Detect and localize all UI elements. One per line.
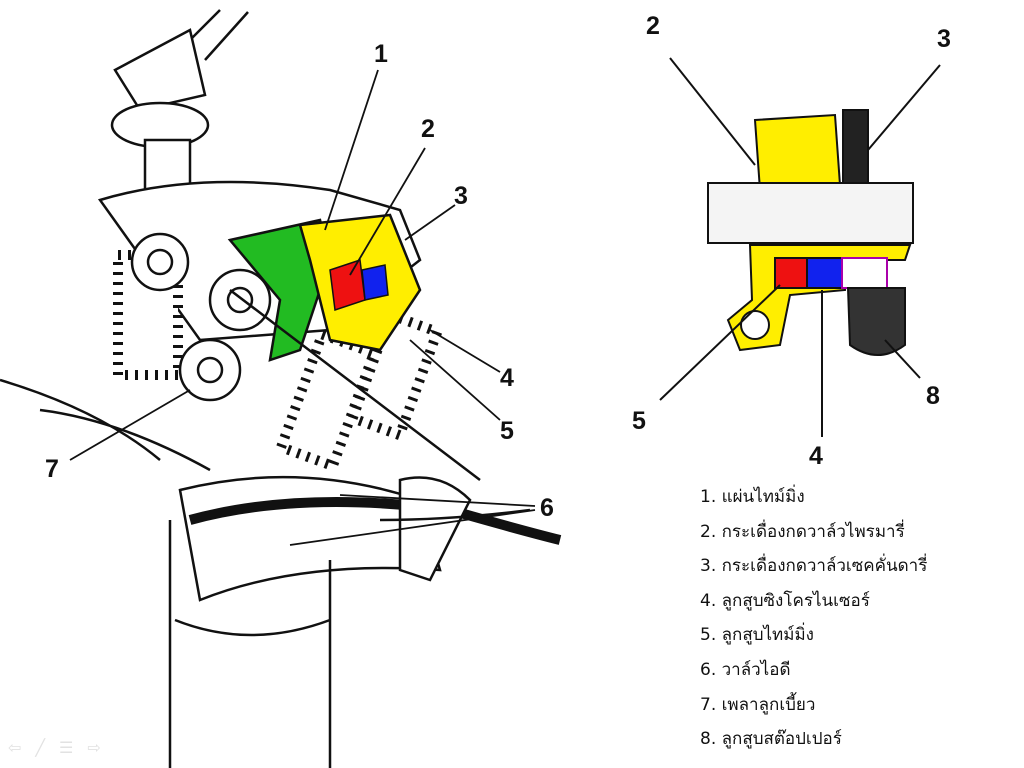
detail-callout-3: 3 — [937, 25, 951, 53]
callout-5: 5 — [500, 417, 514, 445]
arrow-left-icon[interactable]: ⇦ — [8, 740, 22, 757]
callout-2: 2 — [421, 115, 435, 143]
detail-callout-2: 2 — [646, 12, 660, 40]
legend-item: 6. วาล์วไอดี — [700, 659, 791, 680]
legend-list: 1. แผ่นไทม์มิ่ง 2. กระเดื่องกดวาล์วไพรมา… — [700, 484, 927, 761]
detail-callout-8: 8 — [926, 382, 940, 410]
callout-4: 4 — [500, 364, 514, 392]
callout-6: 6 — [540, 494, 554, 522]
legend-item: 3. กระเดื่องกดวาล์วเซคคั่นดารี่ — [700, 556, 928, 577]
legend-item: 1. แผ่นไทม์มิ่ง — [700, 487, 805, 507]
legend-item: 2. กระเดื่องกดวาล์วไพรมารี่ — [700, 521, 905, 542]
pen-icon[interactable]: ╱ — [35, 740, 46, 757]
callout-7: 7 — [45, 455, 59, 483]
arrow-right-icon[interactable]: ⇨ — [87, 740, 101, 757]
legend-item: 4. ลูกสูบซิงโครไนเซอร์ — [700, 590, 870, 611]
detail-callout-5: 5 — [632, 407, 646, 435]
slide-navigation: ⇦ ╱ ☰ ⇨ — [8, 738, 101, 758]
legend-item: 8. ลูกสูบสต๊อปเปอร์ — [700, 729, 842, 750]
right-detail-illustration — [659, 57, 941, 437]
detail-callout-4: 4 — [809, 442, 823, 470]
legend-item: 7. เพลาลูกเบี้ยว — [700, 694, 816, 715]
callout-leader-lines — [69, 69, 536, 546]
left-engine-illustration — [0, 9, 562, 768]
legend-item: 5. ลูกสูบไทม์มิ่ง — [700, 625, 814, 646]
callout-1: 1 — [374, 40, 388, 68]
menu-icon[interactable]: ☰ — [59, 740, 74, 757]
callout-3: 3 — [454, 182, 468, 210]
